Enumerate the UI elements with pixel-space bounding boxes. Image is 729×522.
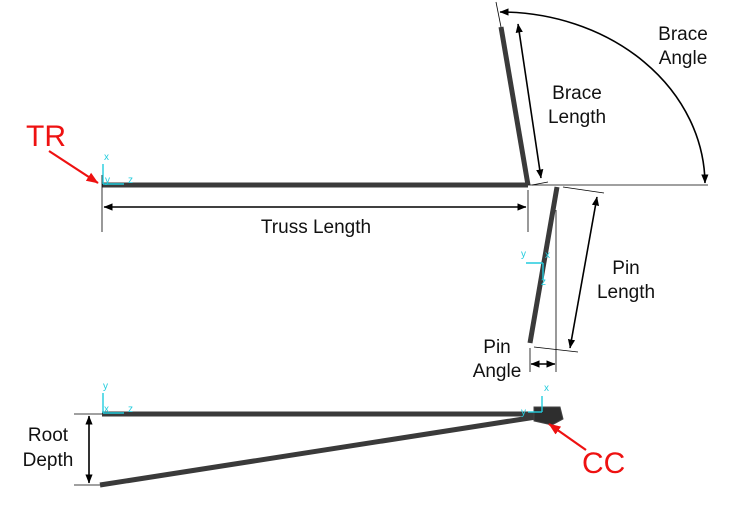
tr-axis-y-label: y bbox=[105, 175, 110, 186]
brace-extension-line bbox=[495, 1, 502, 28]
brace-angle-label-line2: Angle bbox=[659, 48, 708, 69]
pin-top-extension bbox=[562, 186, 605, 194]
pin-length-label-line1: Pin bbox=[612, 258, 639, 279]
tr-axis-z-label: z bbox=[128, 175, 133, 186]
pin-axis-triad: y x z bbox=[521, 249, 550, 288]
pin-axis-z-label: z bbox=[541, 277, 546, 288]
cc-callout-label: CC bbox=[582, 447, 625, 480]
root-depth-label-line1: Root bbox=[28, 425, 69, 446]
brace-length-arrow bbox=[515, 23, 544, 179]
pin-axis-x-label: x bbox=[545, 250, 550, 261]
brace-length-label-line2: Length bbox=[548, 107, 606, 128]
root-bottom-beam bbox=[99, 414, 537, 488]
brace-base-tick bbox=[531, 181, 549, 186]
cc-axis-triad: y x bbox=[521, 383, 549, 418]
pin-length-label-line2: Length bbox=[597, 282, 655, 303]
pin-axis-y-label: y bbox=[521, 249, 526, 260]
brace-member bbox=[498, 26, 531, 186]
root-depth-label-line2: Depth bbox=[23, 450, 74, 471]
root-axis-y-label: y bbox=[103, 381, 108, 392]
brace-angle-label-line1: Brace bbox=[658, 24, 708, 45]
tr-callout-label: TR bbox=[26, 120, 66, 153]
brace-angle-arc bbox=[499, 8, 709, 184]
cc-axis-x-label: x bbox=[544, 383, 549, 394]
cc-block bbox=[533, 406, 564, 426]
pin-length-arrow bbox=[567, 196, 600, 349]
pin-angle-label-line1: Pin bbox=[483, 337, 510, 358]
truss-length-label: Truss Length bbox=[261, 217, 371, 238]
tr-pointer-arrow bbox=[48, 150, 99, 184]
tr-axis-triad: x y z bbox=[102, 152, 133, 186]
cc-pointer-arrow bbox=[548, 423, 587, 451]
brace-length-label-line1: Brace bbox=[552, 83, 602, 104]
cc-axis-y-label: y bbox=[521, 407, 526, 418]
tr-axis-x-label: x bbox=[104, 152, 109, 163]
root-axis-x-label: x bbox=[104, 404, 109, 415]
pin-angle-label-line2: Angle bbox=[473, 361, 522, 382]
root-axis-z-label: z bbox=[128, 404, 133, 415]
root-axis-triad: y x z bbox=[102, 381, 133, 415]
